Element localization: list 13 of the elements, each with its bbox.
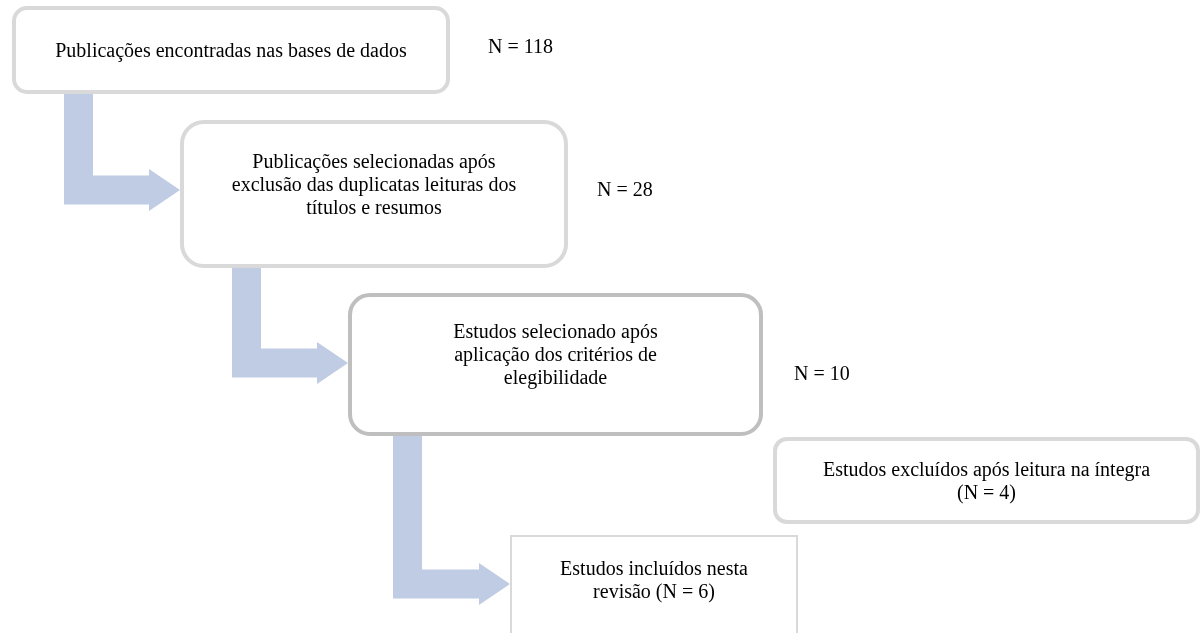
- count-label: N = 10: [794, 362, 850, 385]
- box-text: Estudos excluídos após leitura na íntegra (N = 4): [821, 457, 1152, 504]
- process-box: [12, 6, 450, 94]
- process-box: [773, 437, 1200, 524]
- process-box: [510, 535, 798, 633]
- process-box: [180, 120, 568, 268]
- count-label: N = 118: [488, 35, 553, 58]
- process-box: [348, 293, 763, 436]
- box-text: Estudos incluídos nesta revisão (N = 6): [559, 557, 749, 603]
- box-text: Publicações selecionadas após exclusão das duplicatas leituras dos títulos e resumos: [230, 149, 518, 219]
- count-label: N = 28: [597, 178, 653, 201]
- box-text: Publicações encontradas nas bases de dados: [55, 38, 407, 62]
- box-text: Estudos selecionado após aplicação dos critérios de elegibilidade: [452, 320, 659, 389]
